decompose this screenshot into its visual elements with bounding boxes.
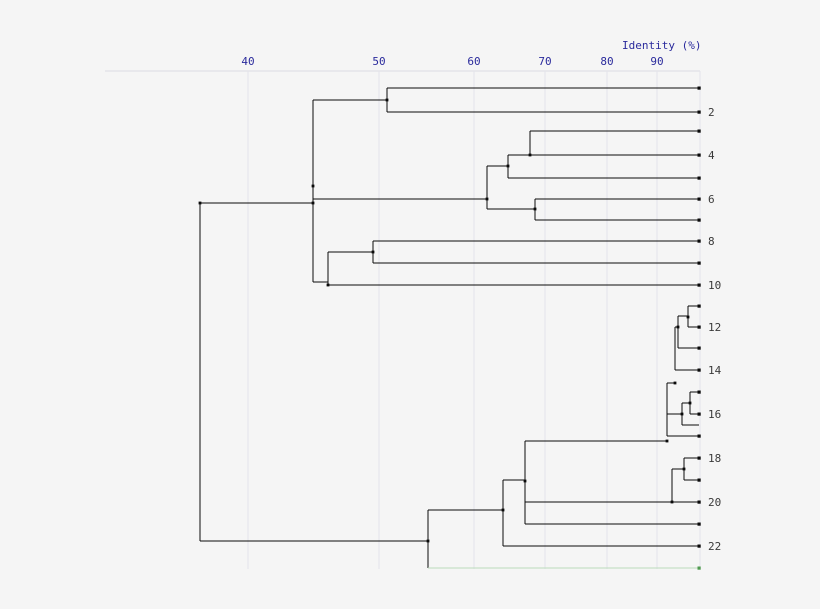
tree-branches	[199, 87, 699, 569]
leaf-label-14: 14	[708, 364, 722, 377]
leaf-label-8: 8	[708, 235, 715, 248]
node-dot-node1	[506, 164, 510, 168]
node-dot-pair3	[533, 207, 537, 211]
leaf-tip-dot-8	[697, 239, 701, 243]
node-dot-root	[198, 201, 202, 205]
leaf-label-10: 10	[708, 279, 721, 292]
node-dot-cladeB	[426, 539, 430, 543]
axis-title: Identity (%)	[622, 39, 701, 52]
tick-label-60: 60	[467, 55, 480, 68]
leaf-label-6: 6	[708, 193, 715, 206]
leaf-tip-dot-13	[697, 346, 701, 350]
leaf-tip-dot-17	[697, 434, 701, 438]
node-dot-C2	[676, 325, 680, 329]
leaf-tip-dot-22	[697, 544, 701, 548]
leaf-label-4: 4	[708, 149, 715, 162]
node-dot-subB1	[501, 508, 505, 512]
leaf-tip-dot-15	[697, 390, 701, 394]
leaf-tip-dot-21	[697, 522, 701, 526]
node-dot-clusterC	[665, 439, 669, 443]
leaf-tip-dot-6	[697, 197, 701, 201]
leaf-label-20: 20	[708, 496, 721, 509]
leaf-tip-dot-11	[697, 304, 701, 308]
leaf-label-22: 22	[708, 540, 721, 553]
leaf-tip-dot-2	[697, 110, 701, 114]
tick-label-70: 70	[538, 55, 551, 68]
node-dot-cladeA	[311, 201, 315, 205]
tick-label-40: 40	[241, 55, 254, 68]
tick-label-80: 80	[600, 55, 613, 68]
leaf-tip-dot-14	[697, 368, 701, 372]
leaf-label-16: 16	[708, 408, 721, 421]
leaf-tip-dot-19	[697, 478, 701, 482]
node-dot-pair2	[528, 153, 532, 157]
leaf-label-18: 18	[708, 452, 721, 465]
leaf-tip-dot-1	[697, 86, 701, 90]
node-dot-pair4	[371, 250, 375, 254]
leaf-tip-dot-12	[697, 325, 701, 329]
node-dot-subB	[485, 197, 489, 201]
leaf-tip-dot-4	[697, 153, 701, 157]
tick-label-50: 50	[372, 55, 385, 68]
leaf-labels: 2 4 6 8 10 12 14 16 18 20 22	[708, 106, 722, 553]
node-dot-clusterD	[670, 500, 674, 504]
node-dot-D1	[682, 467, 686, 471]
leaf-tip-dot-5	[697, 176, 701, 180]
internal-node-dots	[198, 98, 692, 543]
gridlines	[247, 71, 701, 569]
leaf-tip-dots	[697, 86, 701, 570]
leaf-tip-dot-7	[697, 218, 701, 222]
node-dot-cladeA1	[311, 184, 315, 188]
leaf-tip-dot-23	[697, 566, 701, 570]
leaf-tip-dot-20	[697, 500, 701, 504]
leaf-tip-dot-18	[697, 456, 701, 460]
leaf-tip-dot-9	[697, 261, 701, 265]
node-dot-C4	[680, 412, 684, 416]
leaf-label-12: 12	[708, 321, 721, 334]
leaf-tip-dot-10	[697, 283, 701, 287]
node-dot-subA2	[326, 283, 330, 287]
leaf-tip-dot-16	[697, 412, 701, 416]
node-dot-C5	[688, 401, 692, 405]
node-dot-C3	[686, 315, 690, 319]
leaf-tip-dot-3	[697, 129, 701, 133]
node-dot-pair1	[385, 98, 389, 102]
tick-labels: 40 50 60 70 80 90	[241, 55, 663, 68]
tick-label-90: 90	[650, 55, 663, 68]
node-dot-C1	[673, 381, 677, 385]
node-dot-subB2	[523, 479, 527, 483]
leaf-label-2: 2	[708, 106, 715, 119]
